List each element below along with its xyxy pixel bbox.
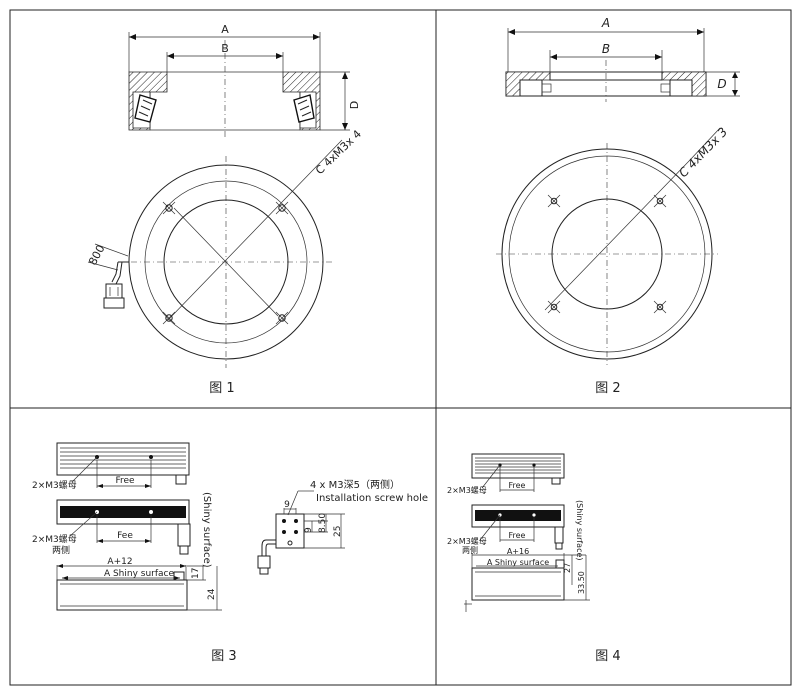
- panel-grid: [9, 9, 792, 686]
- fig4-dim-3350: 33.50: [577, 571, 586, 594]
- fig1-dim-b: B: [221, 42, 229, 55]
- fig3-nut-2: 2×M3螺母: [32, 534, 77, 545]
- figure-3: Free 2×M3螺母 Fee 2×M3螺母 两侧 (Shiny surface…: [32, 442, 428, 664]
- fig3-dim-850: 8.50: [318, 513, 328, 533]
- fig2-dim-b: B: [602, 42, 610, 56]
- fig4-dim-27: 27: [563, 563, 572, 573]
- fig2-dim-d: D: [717, 77, 726, 91]
- fig4-shiny-label: A Shiny surface: [487, 558, 549, 567]
- fig2-dim-a: A: [601, 16, 610, 30]
- fig4-bar-bottom: A+16 A Shiny surface 27 33.50: [464, 547, 590, 612]
- fig3-dim-9a: 9: [284, 500, 290, 510]
- fig2-front-view: C 4xM3x 3: [496, 125, 730, 365]
- fig3-dim-24: 24: [207, 588, 217, 600]
- fig4-shiny-vertical: (Shiny surface): [575, 500, 584, 561]
- fig3-bar-bottom: A+12 A Shiny surface 17 24: [56, 557, 222, 611]
- fig1-mount-holes: [162, 201, 289, 325]
- fig3-bar-middle: Fee 2×M3螺母 两侧 (Shiny surface): [32, 492, 212, 568]
- fig1-dim-d: D: [348, 101, 361, 109]
- fig1-dim-a: A: [221, 23, 229, 36]
- fig4-nut-sub-2: 两侧: [462, 545, 478, 555]
- fig3-nut-1: 2×M3螺母: [32, 480, 77, 491]
- fig3-screw-desc: Installation screw hole: [316, 493, 428, 504]
- fig3-screw-spec: 4 x M3深5（两侧）: [310, 478, 400, 491]
- fig1-thread-spec: C 4xM3x 4: [313, 127, 364, 177]
- fig3-dim-9b: 9: [304, 527, 314, 533]
- fig4-bar-middle: Free 2×M3螺母 两侧 (Shiny surface): [447, 500, 584, 561]
- fig2-thread-spec: C 4xM3x 3: [676, 125, 730, 180]
- fig3-shiny-label: A Shiny surface: [104, 569, 175, 579]
- fig2-section-view: A B D: [505, 16, 740, 102]
- fig3-free-1: Free: [115, 476, 135, 486]
- fig3-caption: 图 3: [211, 649, 236, 664]
- fig4-caption: 图 4: [595, 649, 620, 664]
- fig3-side-detail: 4 x M3深5（两侧） Installation screw hole 9 9…: [257, 478, 428, 575]
- fig4-nut-2: 2×M3螺母: [447, 536, 487, 546]
- fig3-nut-sub-2: 两侧: [52, 544, 70, 556]
- fig3-free-2: Fee: [117, 531, 133, 541]
- figure-4: Free 2×M3螺母 Free 2×M3螺母 两侧 (Shiny surfac…: [447, 453, 621, 664]
- fig4-dim-a16: A+16: [507, 547, 529, 556]
- fig4-free-2: Free: [509, 531, 526, 540]
- fig1-front-view: C 4xM3x 4 8: [86, 127, 364, 368]
- fig3-shiny-vertical: (Shiny surface): [201, 492, 212, 568]
- fig1-caption: 图 1: [209, 381, 234, 396]
- fig4-free-1: Free: [509, 481, 526, 490]
- fig3-bar-top: Free 2×M3螺母: [32, 442, 190, 491]
- fig2-caption: 图 2: [595, 381, 620, 396]
- fig4-nut-1: 2×M3螺母: [447, 485, 487, 495]
- fig1-cable-length: 800: [86, 243, 107, 268]
- figure-2: A B D: [496, 16, 740, 396]
- fig3-dim-a12: A+12: [107, 557, 132, 567]
- fig1-cable-connector: 800: [86, 243, 129, 309]
- fig1-section-view: A B: [128, 23, 361, 138]
- figure-1: A B: [86, 23, 364, 396]
- fig3-dim-17: 17: [191, 568, 201, 579]
- fig2-mount-holes: [547, 194, 667, 314]
- fig3-dim-25: 25: [333, 526, 343, 537]
- fig4-bar-top: Free 2×M3螺母: [447, 453, 565, 495]
